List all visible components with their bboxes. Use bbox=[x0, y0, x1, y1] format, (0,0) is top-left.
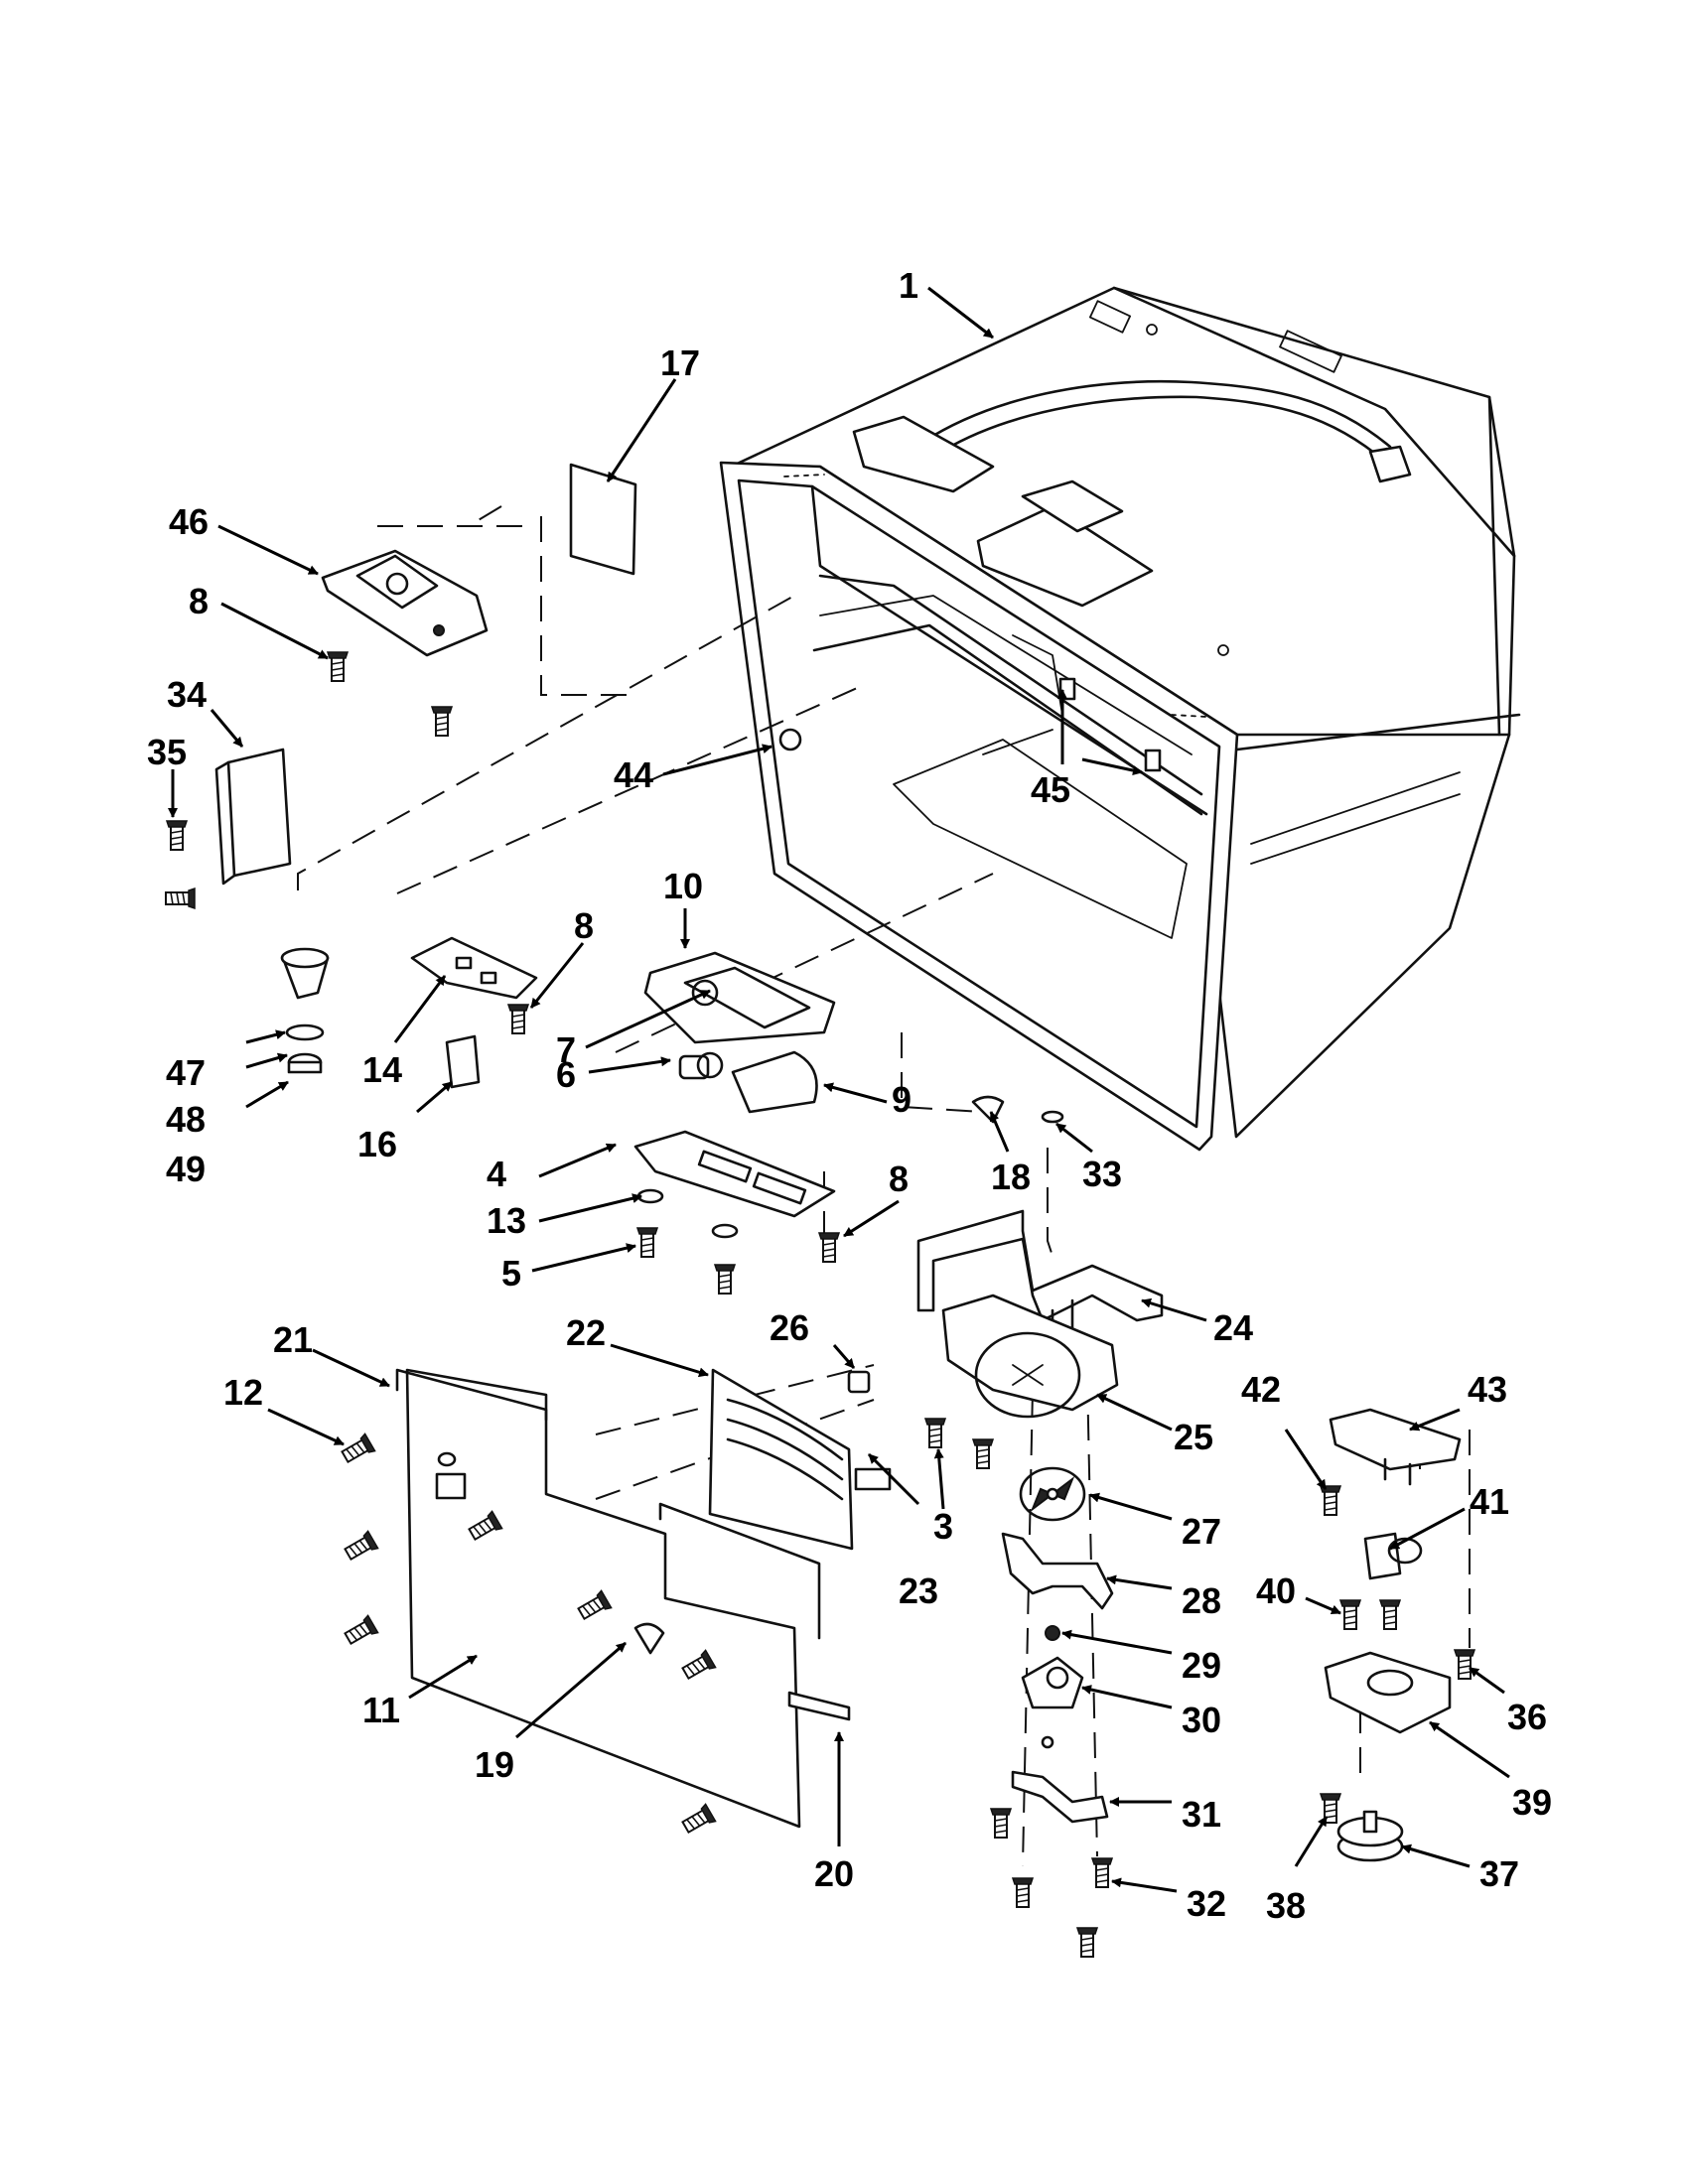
callout-31: 31 bbox=[1182, 1794, 1221, 1835]
callout-25: 25 bbox=[1174, 1417, 1213, 1457]
part-18-33-plugs bbox=[971, 1095, 1064, 1124]
callout-12: 12 bbox=[223, 1372, 263, 1413]
callout-26: 26 bbox=[770, 1307, 809, 1348]
part-10-light-housing bbox=[643, 951, 836, 1044]
callout-34: 34 bbox=[167, 674, 207, 715]
callout-23: 23 bbox=[899, 1570, 938, 1611]
callout-39: 39 bbox=[1512, 1782, 1552, 1823]
callout-36: 36 bbox=[1507, 1697, 1547, 1737]
part-25-fan-shroud bbox=[941, 1294, 1119, 1419]
callout-13: 13 bbox=[487, 1200, 526, 1241]
callout-30: 30 bbox=[1182, 1700, 1221, 1740]
callout-43: 43 bbox=[1468, 1369, 1507, 1410]
callout-6: 6 bbox=[556, 1054, 576, 1095]
freezer-liner-assembly bbox=[719, 286, 1521, 1152]
part-27-fan-blade bbox=[1019, 1466, 1086, 1522]
part-28-motor-bracket bbox=[1001, 1532, 1114, 1610]
part-20-strip bbox=[787, 1691, 851, 1721]
callout-9: 9 bbox=[892, 1079, 912, 1120]
part-17-label bbox=[569, 463, 637, 576]
callout-28: 28 bbox=[1182, 1580, 1221, 1621]
part-11-panel bbox=[339, 1368, 801, 1838]
callout-35: 35 bbox=[147, 732, 187, 772]
part-37-knob bbox=[1336, 1810, 1404, 1862]
callout-33: 33 bbox=[1082, 1154, 1122, 1194]
part-14-16-switch bbox=[410, 936, 538, 1089]
callout-49: 49 bbox=[166, 1149, 206, 1189]
part-29-31-fan-motor bbox=[1011, 1625, 1109, 1824]
callout-16: 16 bbox=[357, 1124, 397, 1164]
part-39-housing bbox=[1324, 1651, 1452, 1734]
callout-42: 42 bbox=[1241, 1369, 1281, 1410]
callout-14: 14 bbox=[362, 1049, 402, 1090]
part-46-housing bbox=[321, 549, 489, 737]
part-41-switch bbox=[1363, 1532, 1423, 1580]
callout-11: 11 bbox=[362, 1690, 400, 1730]
callout-20: 20 bbox=[814, 1853, 854, 1894]
part-4-light-shield bbox=[633, 1130, 840, 1295]
callout-29: 29 bbox=[1182, 1645, 1221, 1686]
callout-32: 32 bbox=[1187, 1883, 1226, 1924]
callout-5: 5 bbox=[501, 1253, 521, 1294]
callout-8-mid: 8 bbox=[574, 905, 594, 946]
callout-4: 4 bbox=[487, 1154, 506, 1194]
callout-41: 41 bbox=[1470, 1481, 1509, 1522]
callout-40: 40 bbox=[1256, 1570, 1296, 1611]
callout-22: 22 bbox=[566, 1312, 606, 1353]
callout-18: 18 bbox=[991, 1157, 1031, 1197]
part-26-grommet bbox=[847, 1370, 871, 1394]
callout-37: 37 bbox=[1479, 1853, 1519, 1894]
callout-10: 10 bbox=[663, 866, 703, 906]
callout-8-low: 8 bbox=[889, 1159, 909, 1199]
part-34-bracket bbox=[165, 748, 292, 909]
part-6-9-light-socket-bulb bbox=[678, 1050, 818, 1114]
callout-17: 17 bbox=[660, 342, 700, 383]
leader-lines bbox=[168, 286, 1510, 1893]
callout-24: 24 bbox=[1213, 1307, 1253, 1348]
callout-3: 3 bbox=[933, 1506, 953, 1547]
callout-27: 27 bbox=[1182, 1511, 1221, 1552]
gaskets-21 bbox=[395, 1368, 821, 1640]
callout-labels: 1 3 4 5 6 7 8 8 8 9 10 11 12 13 14 16 17… bbox=[147, 265, 1552, 1926]
part-22-air-duct-grille bbox=[708, 1368, 892, 1551]
callout-38: 38 bbox=[1266, 1885, 1306, 1926]
part-43-bracket bbox=[1329, 1408, 1462, 1486]
callout-7: 7 bbox=[556, 1029, 576, 1070]
callout-21: 21 bbox=[273, 1319, 313, 1360]
callout-47: 47 bbox=[166, 1052, 206, 1093]
callout-48: 48 bbox=[166, 1099, 206, 1140]
callout-46: 46 bbox=[169, 501, 209, 542]
callout-19: 19 bbox=[475, 1744, 514, 1785]
part-47-49-damper bbox=[280, 947, 330, 1074]
callout-1: 1 bbox=[899, 265, 918, 306]
callout-45: 45 bbox=[1031, 769, 1070, 810]
callout-44: 44 bbox=[614, 754, 653, 795]
part-19-plug bbox=[633, 1622, 665, 1655]
callout-8-top: 8 bbox=[189, 581, 209, 621]
